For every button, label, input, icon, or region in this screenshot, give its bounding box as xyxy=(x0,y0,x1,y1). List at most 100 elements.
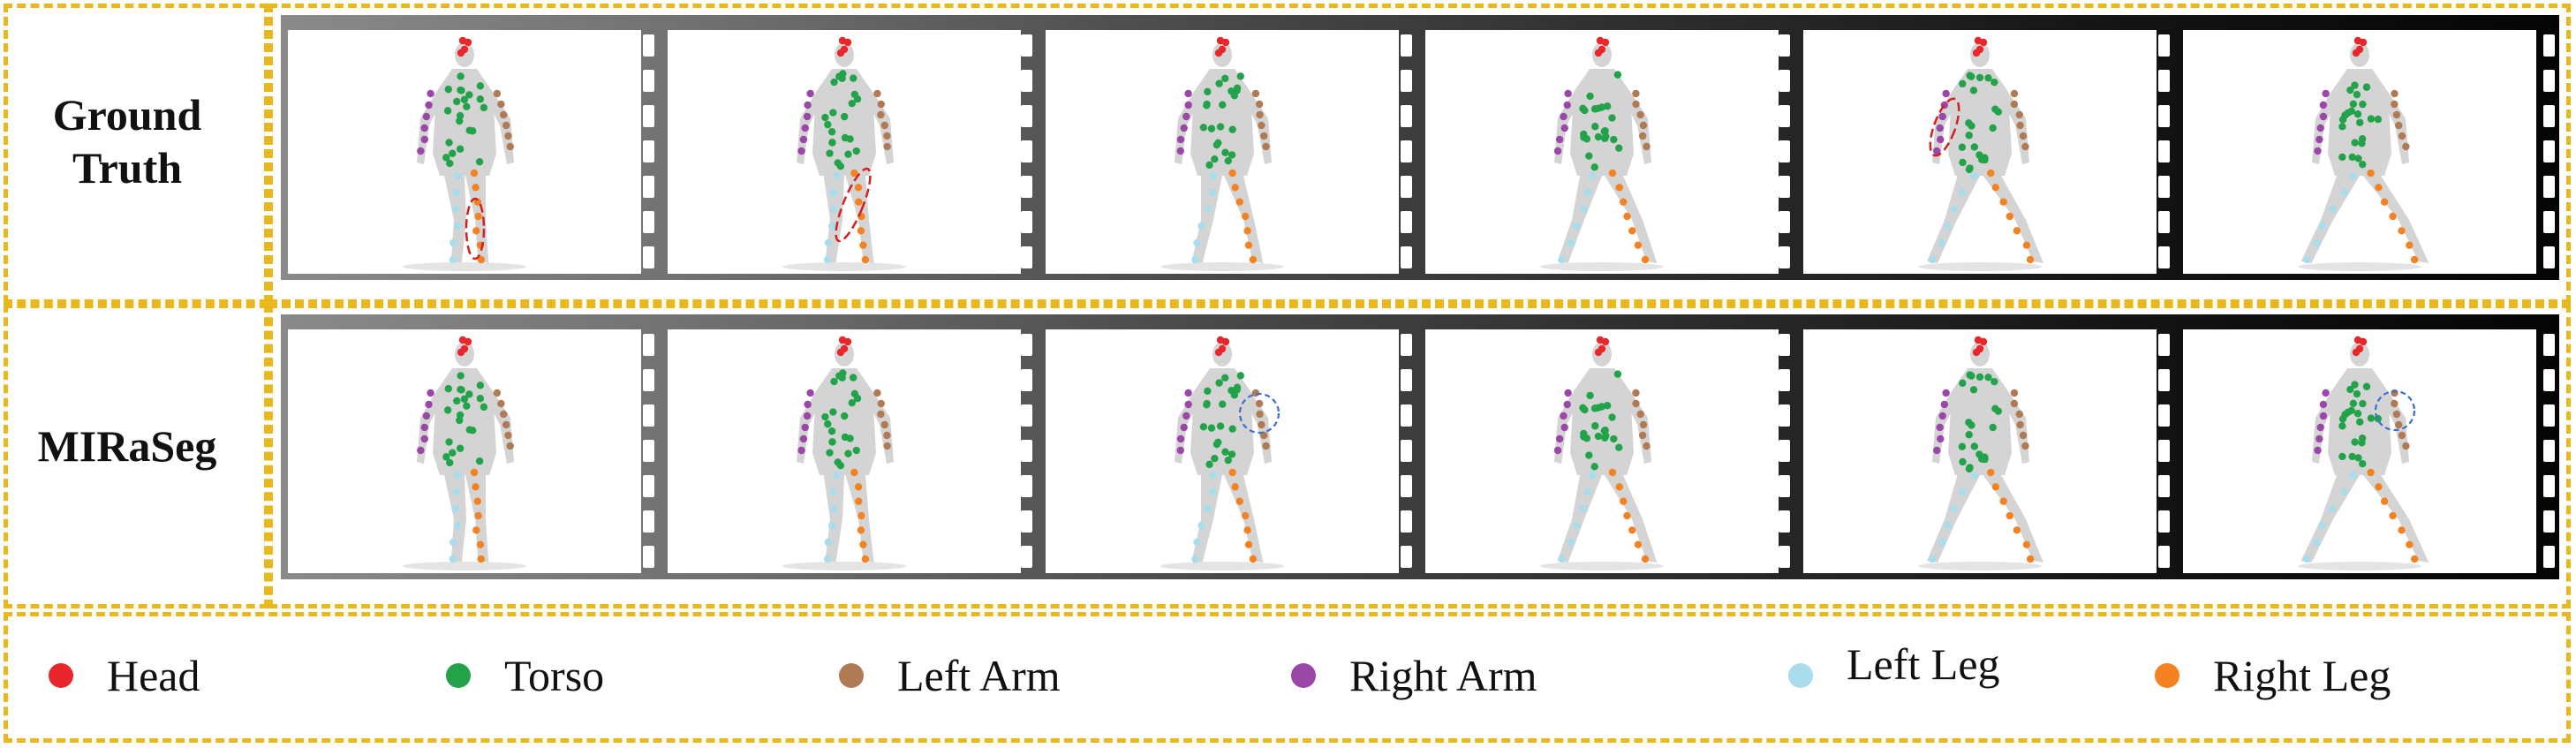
human-point-cloud-figure xyxy=(403,336,526,570)
correction-highlight-circle xyxy=(2374,389,2416,432)
human-point-cloud-figure xyxy=(1160,36,1284,271)
film-sprocket-hole xyxy=(643,140,654,162)
legend-label-torso: Torso xyxy=(504,651,605,700)
film-sprocket-hole xyxy=(2543,176,2555,198)
film-sprocket-hole xyxy=(1779,211,1790,233)
film-sprocket-hole xyxy=(2543,246,2555,268)
film-sprocket-hole xyxy=(2543,140,2555,162)
film-strip-miraseg xyxy=(281,314,2559,579)
film-sprocket-hole xyxy=(643,211,654,233)
film-sprocket-hole xyxy=(2543,475,2555,497)
human-point-cloud-figure xyxy=(1918,336,2043,570)
row-label-ground-truth: Ground Truth xyxy=(12,88,242,194)
film-sprocket-hole xyxy=(2158,176,2170,198)
film-sprocket-hole xyxy=(1021,334,1032,356)
legend-label-right-leg: Right Leg xyxy=(2213,651,2391,700)
film-sprocket-hole xyxy=(2543,546,2555,568)
film-sprocket-hole xyxy=(1401,34,1412,57)
film-sprocket-hole xyxy=(643,546,654,568)
film-sprocket-hole xyxy=(2543,440,2555,462)
film-strip-base xyxy=(281,314,2559,579)
film-sprocket-hole xyxy=(1021,246,1032,268)
film-sprocket-hole xyxy=(2158,440,2170,462)
film-sprocket-hole xyxy=(1779,105,1790,127)
film-sprocket-hole xyxy=(1779,246,1790,268)
film-sprocket-hole xyxy=(2158,475,2170,497)
film-sprocket-hole xyxy=(1401,334,1412,356)
film-sprocket-hole xyxy=(643,440,654,462)
legend-label-right-arm: Right Arm xyxy=(1349,651,1537,700)
film-sprocket-hole xyxy=(1401,246,1412,268)
film-sprocket-hole xyxy=(1021,404,1032,427)
film-sprocket-hole xyxy=(2543,404,2555,427)
film-sprocket-hole xyxy=(643,475,654,497)
row-label-line: MIRaSeg xyxy=(37,421,217,471)
legend-item-left-leg: Left Leg xyxy=(1788,638,2000,691)
film-sprocket-hole xyxy=(1401,211,1412,233)
film-sprocket-hole xyxy=(2158,105,2170,127)
film-sprocket-hole xyxy=(1401,546,1412,568)
film-sprocket-hole xyxy=(1021,475,1032,497)
film-sprocket-hole xyxy=(1401,140,1412,162)
ground-truth-frames-panel xyxy=(268,4,2571,304)
film-sprocket-hole xyxy=(2543,70,2555,92)
film-sprocket-hole xyxy=(1021,70,1032,92)
legend-item-right-leg: Right Leg xyxy=(2155,649,2391,702)
film-sprocket-hole xyxy=(1401,369,1412,391)
legend-label-left-arm: Left Arm xyxy=(897,651,1061,700)
point-cloud-frame xyxy=(2183,30,2536,274)
film-sprocket-hole xyxy=(643,105,654,127)
legend-swatch-torso xyxy=(446,663,471,688)
legend-swatch-left-leg xyxy=(1788,663,1813,688)
film-sprocket-hole xyxy=(643,510,654,533)
legend-item-left-arm: Left Arm xyxy=(839,649,1061,702)
film-sprocket-hole xyxy=(2543,369,2555,391)
film-sprocket-hole xyxy=(2543,510,2555,533)
film-sprocket-hole xyxy=(1779,404,1790,427)
human-point-cloud-figure xyxy=(1918,36,2043,271)
error-highlight-ellipse xyxy=(835,167,872,243)
point-cloud-frame xyxy=(1425,329,1779,573)
film-sprocket-hole xyxy=(1021,369,1032,391)
film-sprocket-hole xyxy=(1021,176,1032,198)
film-sprocket-hole xyxy=(2158,510,2170,533)
film-sprocket-hole xyxy=(1021,510,1032,533)
error-highlight-ellipse xyxy=(465,197,486,261)
film-sprocket-hole xyxy=(2158,34,2170,57)
film-sprocket-hole xyxy=(1401,475,1412,497)
film-sprocket-hole xyxy=(1401,70,1412,92)
point-cloud-frame xyxy=(1803,30,2157,274)
legend-item-head: Head xyxy=(49,649,200,702)
film-sprocket-hole xyxy=(2158,546,2170,568)
film-sprocket-hole xyxy=(1401,404,1412,427)
film-sprocket-hole xyxy=(643,246,654,268)
film-sprocket-hole xyxy=(1779,510,1790,533)
point-cloud-frame xyxy=(288,329,641,573)
legend-swatch-left-arm xyxy=(839,663,864,688)
legend-swatch-right-arm xyxy=(1291,663,1316,688)
film-sprocket-hole xyxy=(2543,34,2555,57)
film-sprocket-hole xyxy=(2543,211,2555,233)
film-sprocket-hole xyxy=(1779,369,1790,391)
film-sprocket-hole xyxy=(1779,140,1790,162)
film-sprocket-hole xyxy=(2158,140,2170,162)
human-point-cloud-figure xyxy=(782,336,906,570)
film-sprocket-hole xyxy=(2158,334,2170,356)
film-sprocket-hole xyxy=(2158,369,2170,391)
film-sprocket-hole xyxy=(2543,105,2555,127)
point-cloud-frame xyxy=(1803,329,2157,573)
film-sprocket-hole xyxy=(1401,440,1412,462)
film-sprocket-hole xyxy=(1021,34,1032,57)
film-sprocket-hole xyxy=(1021,140,1032,162)
legend-panel xyxy=(4,612,2571,743)
point-cloud-frame xyxy=(288,30,641,274)
film-sprocket-hole xyxy=(1779,546,1790,568)
human-point-cloud-figure xyxy=(1160,336,1284,570)
point-cloud-frame xyxy=(1425,30,1779,274)
film-sprocket-hole xyxy=(1021,211,1032,233)
point-cloud-frame xyxy=(1046,329,1399,573)
film-sprocket-hole xyxy=(2158,70,2170,92)
legend-swatch-head xyxy=(49,663,73,688)
miraseg-frames-panel xyxy=(268,304,2571,608)
film-sprocket-hole xyxy=(1021,440,1032,462)
